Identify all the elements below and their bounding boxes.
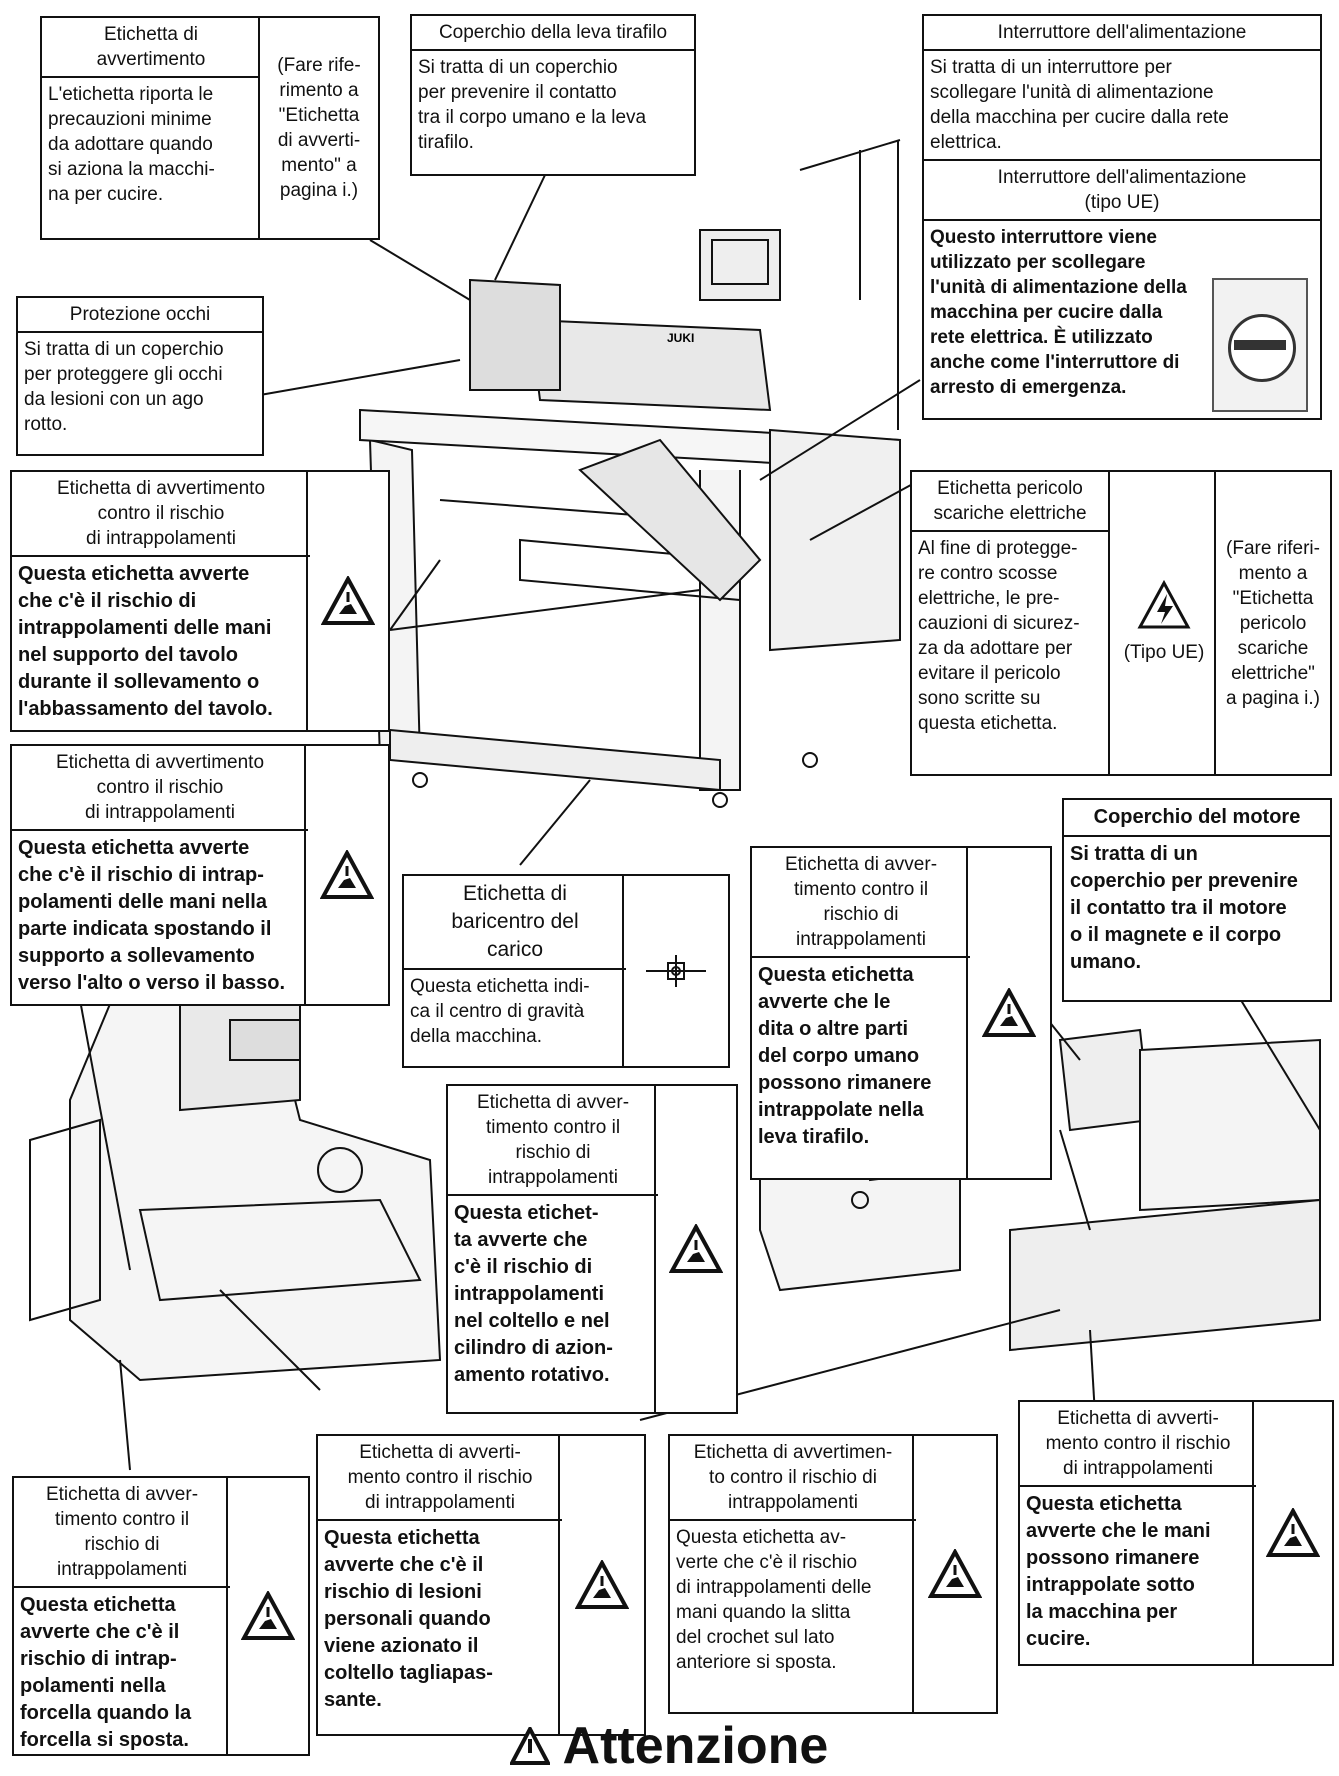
trap-fork-box: Etichetta di avver- timento contro il ri…	[12, 1476, 310, 1756]
electric-shock-type: (Tipo UE)	[1123, 642, 1205, 663]
motor-cover-box: Coperchio del motore Si tratta di un cop…	[1062, 798, 1332, 1002]
trap-fork-title: Etichetta di avver- timento contro il ri…	[14, 1478, 230, 1588]
electric-shock-title: Etichetta pericolo scariche elettriche	[912, 472, 1108, 532]
trap-under-title: Etichetta di avverti- mento contro il ri…	[1020, 1402, 1256, 1487]
trap-table-box: Etichetta di avvertimento contro il risc…	[10, 470, 390, 732]
power-switch-box: Interruttore dell'alimentazione Si tratt…	[922, 14, 1322, 420]
trap-lift-title: Etichetta di avvertimento contro il risc…	[12, 746, 308, 831]
power-switch-title: Interruttore dell'alimentazione	[924, 16, 1320, 51]
electric-shock-box: Etichetta pericolo scariche elettriche A…	[910, 470, 1332, 776]
trap-table-title: Etichetta di avvertimento contro il risc…	[12, 472, 310, 557]
power-switch-eu-text: Questo interruttore viene utilizzato per…	[930, 227, 1187, 398]
trap-injury-icon	[558, 1436, 644, 1734]
trap-injury-title: Etichetta di avverti- mento contro il ri…	[318, 1436, 562, 1521]
trap-fork-icon	[226, 1478, 308, 1754]
trap-fork-text: Questa etichetta avverte che c'è il risc…	[20, 1594, 192, 1751]
electric-shock-ref: (Fare riferi- mento a "Etichetta pericol…	[1214, 472, 1330, 774]
trap-thread-lever-icon	[966, 848, 1050, 1178]
trap-crochet-title: Etichetta di avvertimen- to contro il ri…	[670, 1436, 916, 1521]
trap-knife-icon	[654, 1086, 736, 1412]
gravity-title: Etichetta di baricentro del carico	[404, 876, 626, 970]
trap-thread-lever-box: Etichetta di avver- timento contro il ri…	[750, 846, 1052, 1180]
trap-knife-text: Questa etichet- ta avverte che c'è il ri…	[454, 1202, 613, 1386]
warning-label-box: Etichetta di avvertimento L'etichetta ri…	[40, 16, 380, 240]
trap-crochet-text: Questa etichetta av- verte che c'è il ri…	[676, 1527, 872, 1673]
trap-lift-icon	[304, 746, 388, 1004]
trap-crochet-icon	[912, 1436, 996, 1712]
motor-cover-text: Si tratta di un coperchio per prevenire …	[1070, 843, 1298, 973]
warning-label-ref: (Fare rife- rimento a "Etichetta di avve…	[258, 18, 378, 238]
trap-under-icon	[1252, 1402, 1332, 1664]
trap-lift-box: Etichetta di avvertimento contro il risc…	[10, 744, 390, 1006]
power-switch-eu-title: Interruttore dell'alimentazione (tipo UE…	[924, 161, 1320, 221]
trap-crochet-box: Etichetta di avvertimen- to contro il ri…	[668, 1434, 998, 1714]
caution-text: Attenzione	[562, 1717, 829, 1775]
warning-label-title: Etichetta di avvertimento	[42, 18, 260, 78]
motor-cover-title: Coperchio del motore	[1064, 800, 1330, 837]
brand-logo: JUKI	[667, 331, 694, 345]
electric-shock-text: Al fine di protegge- re contro scosse el…	[918, 538, 1080, 734]
caution-triangle-icon	[508, 1724, 552, 1765]
eye-guard-box: Protezione occhi Si tratta di un coperch…	[16, 296, 264, 456]
trap-injury-text: Questa etichetta avverte che c'è il risc…	[324, 1527, 493, 1711]
trap-under-text: Questa etichetta avverte che le mani pos…	[1026, 1493, 1211, 1650]
trap-thread-lever-text: Questa etichetta avverte che le dita o a…	[758, 964, 932, 1148]
gravity-box: Etichetta di baricentro del carico Quest…	[402, 874, 730, 1068]
gravity-icon	[622, 876, 728, 1066]
caution-heading: Attenzione	[508, 1716, 829, 1776]
trap-table-text: Questa etichetta avverte che c'è il risc…	[18, 563, 273, 720]
trap-table-icon	[306, 472, 388, 730]
electric-shock-icon	[1137, 580, 1191, 629]
trap-knife-box: Etichetta di avver- timento contro il ri…	[446, 1084, 738, 1414]
eye-guard-title: Protezione occhi	[18, 298, 262, 333]
warning-label-text: L'etichetta riporta le precauzioni minim…	[48, 84, 215, 205]
thread-lever-cover-title: Coperchio della leva tirafilo	[412, 16, 694, 51]
power-switch-eu-icon	[1212, 278, 1308, 412]
trap-thread-lever-title: Etichetta di avver- timento contro il ri…	[752, 848, 970, 958]
trap-under-box: Etichetta di avverti- mento contro il ri…	[1018, 1400, 1334, 1666]
gravity-text: Questa etichetta indi- ca il centro di g…	[410, 976, 590, 1047]
trap-injury-box: Etichetta di avverti- mento contro il ri…	[316, 1434, 646, 1736]
trap-lift-text: Questa etichetta avverte che c'è il risc…	[18, 837, 286, 994]
thread-lever-cover-box: Coperchio della leva tirafilo Si tratta …	[410, 14, 696, 176]
eye-guard-text: Si tratta di un coperchio per proteggere…	[24, 339, 224, 435]
thread-lever-cover-text: Si tratta di un coperchio per prevenire …	[418, 57, 647, 153]
power-switch-text: Si tratta di un interruttore per scolleg…	[924, 51, 1320, 161]
trap-knife-title: Etichetta di avver- timento contro il ri…	[448, 1086, 658, 1196]
